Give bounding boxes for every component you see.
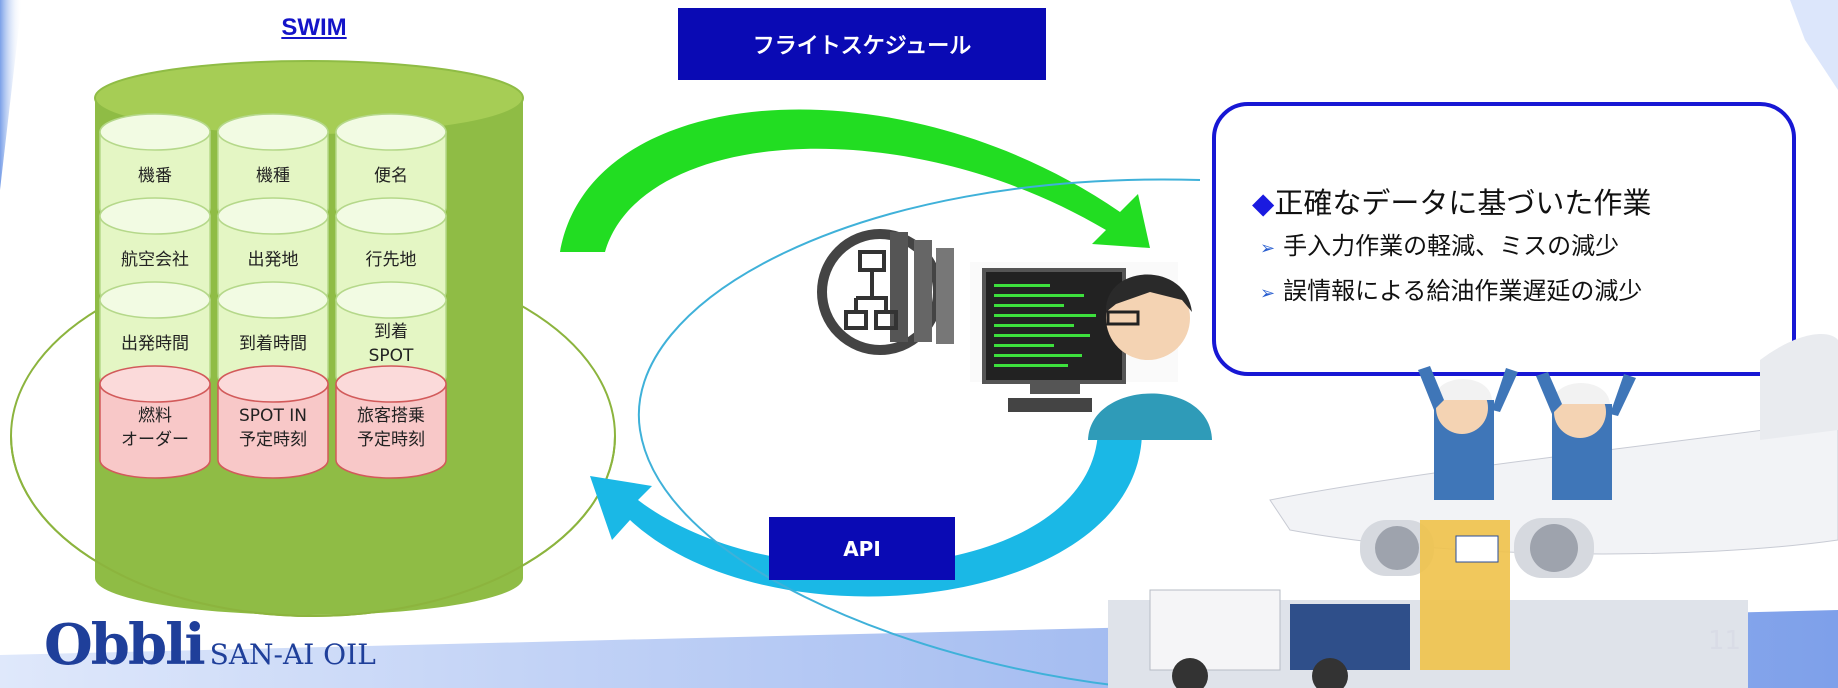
callout-heading: ◆正確なデータに基づいた作業	[1252, 180, 1651, 222]
data-cell-label: 旅客搭乗予定時刻	[357, 406, 425, 450]
data-cell-label: 燃料オーダー	[121, 406, 189, 450]
data-cell-label: 行先地	[365, 250, 417, 270]
callout-bullet-text: 誤情報による給油作業遅延の減少	[1283, 277, 1643, 305]
data-cell-label: 便名	[374, 166, 408, 186]
left-edge-shade	[0, 0, 22, 190]
arrow-bullet-icon: ➢	[1260, 238, 1276, 259]
network-icon	[817, 229, 954, 355]
ground-workers	[1418, 366, 1636, 500]
diamond-bullet-icon: ◆	[1252, 186, 1275, 220]
benefits-callout: ◆正確なデータに基づいた作業 ➢ 手入力作業の軽減、ミスの減少 ➢ 誤情報による給油…	[1212, 102, 1796, 376]
callout-bullet: ➢ 手入力作業の軽減、ミスの減少	[1260, 226, 1619, 261]
data-cell-cylinder	[335, 365, 447, 479]
callout-heading-text: 正確なデータに基づいた作業	[1274, 186, 1652, 220]
callout-bullet: ➢ 誤情報による給油作業遅延の減少	[1260, 271, 1642, 306]
logo-company: SAN-AI OIL	[209, 638, 376, 671]
logo-brand: Obbli	[44, 612, 206, 678]
data-cell-label: 機種	[256, 166, 290, 186]
callout-bullet-text: 手入力作業の軽減、ミスの減少	[1283, 232, 1620, 260]
data-cell-label: 航空会社	[121, 250, 189, 270]
api-arrow	[590, 432, 1142, 597]
exchange-ring	[637, 178, 1201, 687]
arrow-bullet-icon: ➢	[1260, 283, 1276, 304]
flight-schedule-arrow	[560, 109, 1150, 252]
flight-schedule-label: フライトスケジュール	[678, 8, 1046, 80]
swim-title: SWIM	[281, 14, 347, 41]
api-label: API	[769, 517, 955, 580]
operator-person	[1088, 274, 1212, 440]
data-cell-label: 到着時間	[239, 334, 307, 354]
data-cell-label: 出発地	[247, 250, 299, 270]
data-cell-label: 機番	[138, 166, 172, 186]
page-number: 11	[1708, 626, 1742, 656]
fuel-truck	[1108, 520, 1748, 688]
data-cell-label: 出発時間	[121, 334, 189, 354]
data-cell-cylinder	[217, 365, 329, 479]
data-cell-cylinder	[99, 365, 211, 479]
top-right-shade	[1790, 0, 1838, 90]
